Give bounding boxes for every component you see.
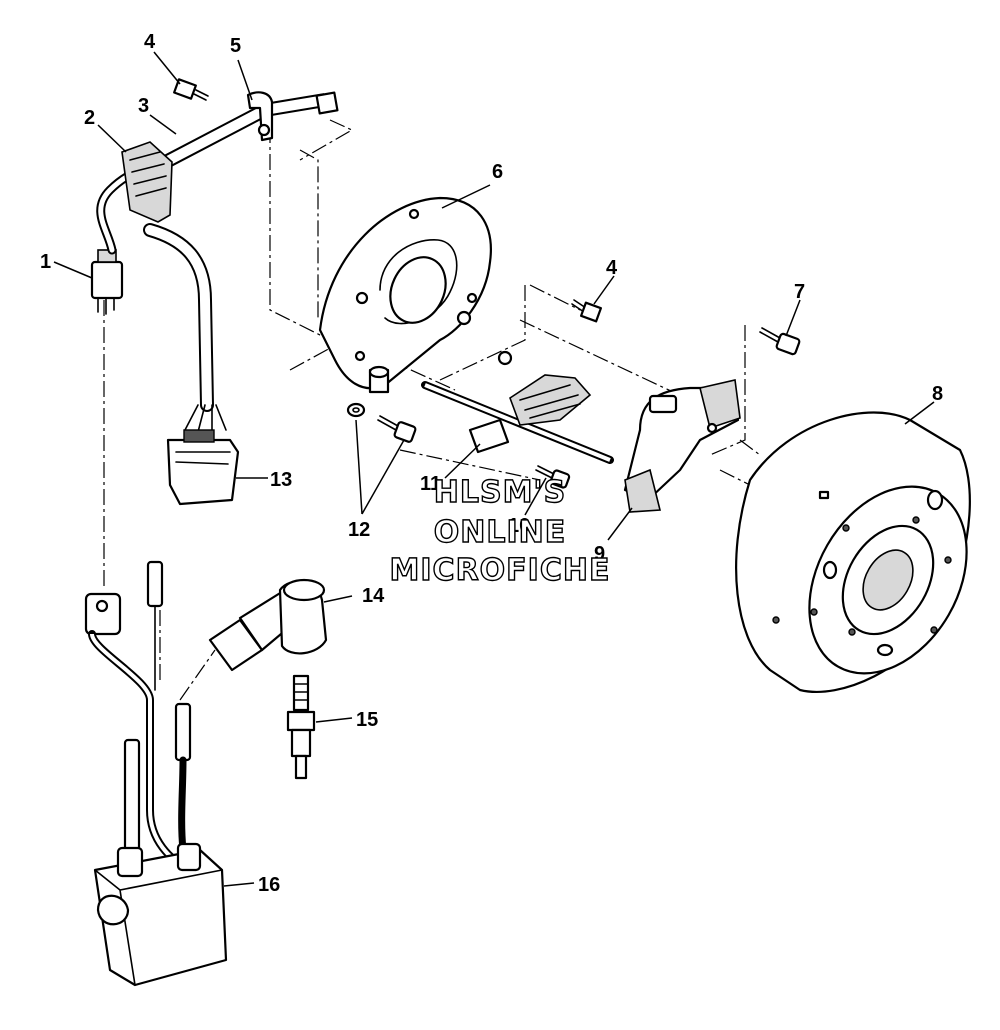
callout-3: 3	[138, 95, 149, 117]
callout-1: 1	[40, 251, 51, 273]
callout-2: 2	[84, 107, 95, 129]
callout-5: 5	[230, 35, 241, 57]
watermark: HLSM'S ONLINE MICROFICHE	[389, 474, 611, 588]
part-clamp	[246, 91, 274, 142]
callout-16: 16	[258, 874, 280, 896]
callout-15: 15	[356, 709, 378, 731]
callout-11: 11	[420, 473, 441, 495]
callout-9: 9	[594, 543, 605, 565]
part-stator-plate	[318, 196, 513, 394]
watermark-line-2: ONLINE	[434, 515, 567, 550]
part-charging-coil	[623, 379, 741, 513]
part-screw-7	[759, 327, 801, 356]
watermark-line-3: MICROFICHE	[390, 553, 611, 588]
part-screw-10	[535, 465, 571, 489]
part-screw-4b	[571, 299, 603, 323]
part-cdi-unit	[84, 560, 228, 987]
leader-lines	[53, 51, 935, 887]
callout-14: 14	[362, 585, 385, 607]
part-grommet	[121, 141, 173, 223]
part-plug-connector	[166, 404, 240, 506]
callout-8: 8	[932, 383, 943, 405]
callout-4a: 4	[144, 31, 156, 53]
alignment-lines	[103, 100, 761, 701]
callout-6: 6	[492, 161, 503, 183]
part-spark-plug-cap	[208, 578, 328, 672]
part-flywheel	[735, 411, 971, 693]
callout-4b: 4	[606, 257, 618, 279]
part-screw-12	[377, 415, 417, 443]
callout-10: 10	[508, 515, 530, 537]
part-spark-plug	[286, 674, 316, 780]
part-connector	[90, 249, 124, 315]
callout-labels: 1 2 3 4 5 6 4 7 8 9 10 11 12 13 14 15 16	[40, 31, 943, 896]
part-washer	[346, 402, 366, 418]
watermark-line-1: HLSM'S	[434, 475, 566, 510]
callout-7: 7	[794, 281, 805, 303]
part-wire-harness	[96, 91, 339, 412]
callout-13: 13	[270, 469, 292, 491]
part-pulser-coil	[421, 374, 614, 464]
callout-12: 12	[348, 519, 370, 541]
